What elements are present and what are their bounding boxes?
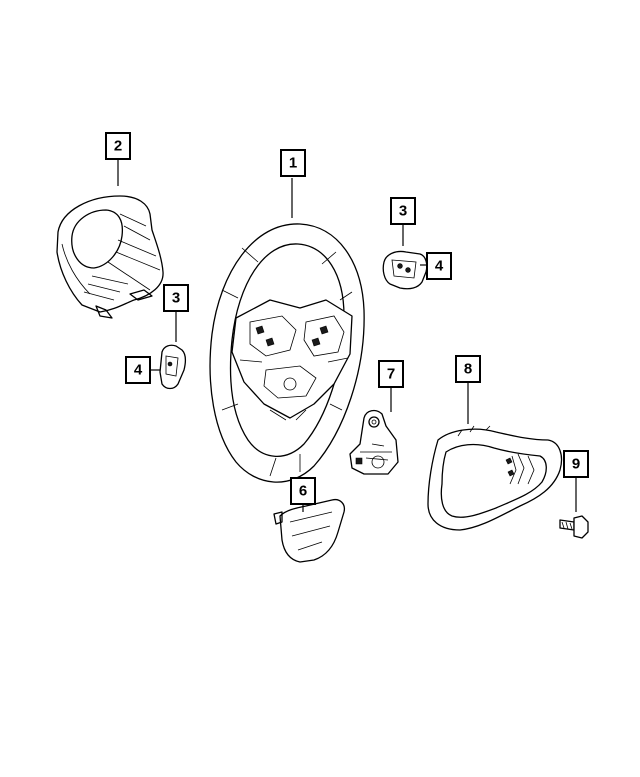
callout-2: 2 <box>105 132 131 160</box>
callout-6: 6 <box>290 477 316 505</box>
callout-3-left-label: 3 <box>172 290 180 307</box>
clockspring-part <box>349 409 399 475</box>
callout-7-label: 7 <box>387 366 395 383</box>
callout-1-label: 1 <box>289 155 297 172</box>
callout-1: 1 <box>280 149 306 177</box>
lower-trim-part <box>273 498 346 563</box>
callout-8: 8 <box>455 355 481 383</box>
callout-2-label: 2 <box>114 138 122 155</box>
callout-3-left: 3 <box>163 284 189 312</box>
callout-9: 9 <box>563 450 589 478</box>
callout-4-upper: 4 <box>426 252 452 280</box>
switch-upper-part <box>382 250 428 290</box>
callout-6-label: 6 <box>299 483 307 500</box>
bolt-part <box>559 515 589 539</box>
bezel-part <box>427 425 563 531</box>
callout-8-label: 8 <box>464 361 472 378</box>
callout-7: 7 <box>378 360 404 388</box>
steering-wheel-part <box>209 223 365 483</box>
callout-4-left: 4 <box>125 356 151 384</box>
callout-9-label: 9 <box>572 456 580 473</box>
callout-3-upper-label: 3 <box>399 203 407 220</box>
switch-left-part <box>159 344 186 390</box>
column-shroud-part <box>56 195 164 319</box>
callout-3-upper: 3 <box>390 197 416 225</box>
callout-4-left-label: 4 <box>134 362 143 379</box>
leader-lines <box>117 158 577 512</box>
callout-4-upper-label: 4 <box>435 258 444 275</box>
